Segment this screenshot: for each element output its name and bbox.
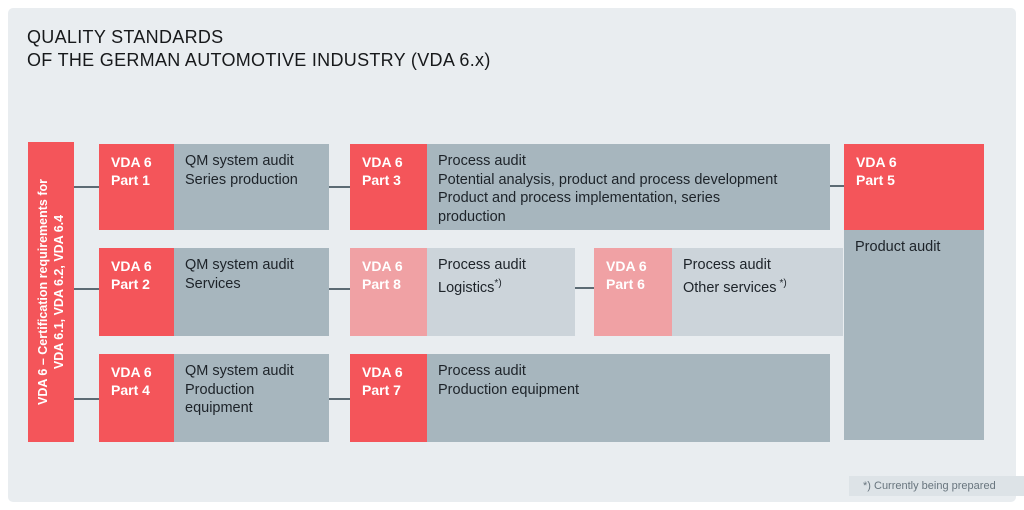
part7-label-line2: Part 7 [362,382,401,398]
connector-qm2-to-part8 [329,288,350,290]
box-vda6-part7: VDA 6 Part 7 [350,354,427,442]
connector-proc3-to-part5 [830,185,844,187]
qm4-line2: Production [185,381,255,398]
connector-qm1-to-part3 [329,186,350,188]
part2-label-line1: VDA 6 [111,258,152,274]
proc6-line1: Process audit [683,257,771,273]
box-vda6-part5: VDA 6 Part 5 [844,144,984,230]
connector-bar-to-part2 [74,288,99,290]
part3-label-line2: Part 3 [362,172,401,188]
certification-bar-line1: VDA 6 – Certification requirements for [36,179,50,405]
box-vda6-part1: VDA 6 Part 1 [99,144,174,230]
proc8-footnote-marker: *) [494,277,502,289]
part5-label-line1: VDA 6 [856,154,897,170]
part8-label-line1: VDA 6 [362,258,403,274]
proc8-line1: Process audit [438,257,526,273]
box-process-audit-other-services: Process audit Other services*) [672,248,843,336]
proc6-footnote-marker: *) [779,277,787,289]
box-process-audit-potential-analysis: Process audit Potential analysis, produc… [427,144,830,230]
part8-label-line2: Part 8 [362,276,401,292]
proc3-line4: production [438,208,506,225]
certification-requirements-label: VDA 6 – Certification requirements for V… [28,142,74,442]
part7-label-line1: VDA 6 [362,364,403,380]
qm1-line2: Series production [185,171,298,188]
proc7-line2: Production equipment [438,381,580,398]
box-qm-system-audit-production-equipment: QM system audit Production equipment [174,354,329,442]
box-vda6-part6: VDA 6 Part 6 [594,248,672,336]
part5-label-line2: Part 5 [856,172,895,188]
qm2-line2: Services [185,275,241,292]
qm4-line1: QM system audit [185,363,294,379]
page-title-line2: OF THE GERMAN AUTOMOTIVE INDUSTRY (VDA 6… [27,50,491,70]
box-qm-system-audit-series-production: QM system audit Series production [174,144,329,230]
proc8-line2: Logistics [438,279,495,296]
proc3-line3: Product and process implementation, seri… [438,190,721,206]
box-vda6-part3: VDA 6 Part 3 [350,144,427,230]
connector-proc8-to-part6 [575,287,594,289]
part4-label-line2: Part 4 [111,382,150,398]
page-title-line1: QUALITY STANDARDS [27,27,224,47]
proc3-line1: Process audit [438,153,526,169]
box-product-audit: Product audit [844,230,984,440]
certification-requirements-bar: VDA 6 – Certification requirements for V… [28,142,74,442]
qm4-line3: equipment [185,400,253,416]
proc6-line2: Other services [683,279,777,296]
qm2-line1: QM system audit [185,257,294,273]
product-audit-label: Product audit [855,239,941,255]
part1-label-line2: Part 1 [111,172,150,188]
proc7-line1: Process audit [438,363,526,379]
part6-label-line2: Part 6 [606,276,645,292]
connector-bar-to-part4 [74,398,99,400]
box-vda6-part2: VDA 6 Part 2 [99,248,174,336]
footnote-currently-being-prepared: *) Currently being prepared [849,476,1024,496]
qm1-line1: QM system audit [185,153,294,169]
box-vda6-part8: VDA 6 Part 8 [350,248,427,336]
proc3-line2: Potential analysis, product and process … [438,171,778,188]
certification-bar-line2: VDA 6.1, VDA 6.2, VDA 6.4 [52,214,66,370]
part6-label-line1: VDA 6 [606,258,647,274]
part2-label-line2: Part 2 [111,276,150,292]
box-qm-system-audit-services: QM system audit Services [174,248,329,336]
box-vda6-part4: VDA 6 Part 4 [99,354,174,442]
connector-qm4-to-part7 [329,398,350,400]
connector-bar-to-part1 [74,186,99,188]
box-process-audit-logistics: Process audit Logistics*) [427,248,575,336]
part1-label-line1: VDA 6 [111,154,152,170]
part4-label-line1: VDA 6 [111,364,152,380]
box-process-audit-production-equipment: Process audit Production equipment [427,354,830,442]
page-title: QUALITY STANDARDS OF THE GERMAN AUTOMOTI… [27,26,491,72]
part3-label-line1: VDA 6 [362,154,403,170]
